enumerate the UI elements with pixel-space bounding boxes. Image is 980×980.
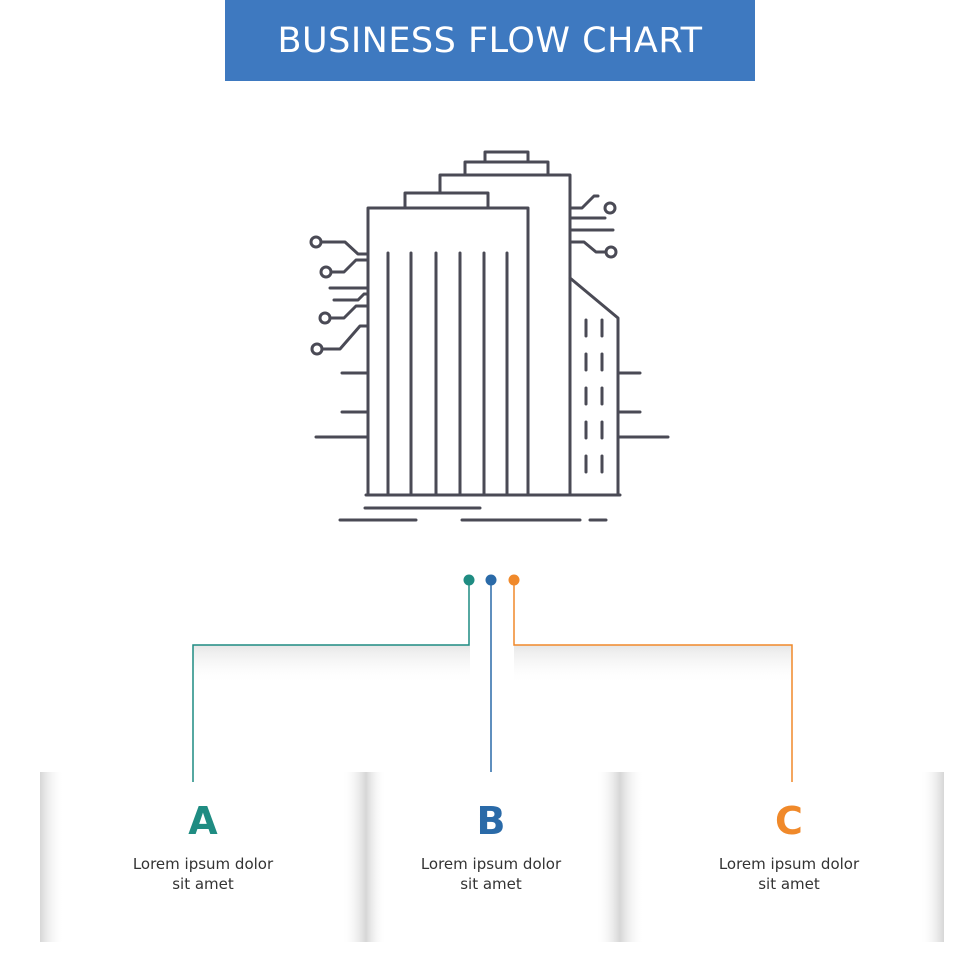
step-card-a: A Lorem ipsum dolor sit amet [40, 772, 366, 942]
card-shadow [40, 772, 64, 942]
connector-a [192, 574, 475, 782]
step-card-b: B Lorem ipsum dolor sit amet [338, 772, 644, 942]
card-shadow [920, 772, 944, 942]
step-description: Lorem ipsum dolor sit amet [420, 855, 562, 893]
card-shadow [620, 772, 644, 942]
card-shadow [342, 772, 366, 942]
connector-c [508, 574, 793, 782]
title-banner: BUSINESS FLOW CHART [225, 0, 755, 81]
connector-shadow-a [193, 645, 470, 685]
connector-shadow-c [514, 645, 792, 685]
smart-city-buildings-icon [309, 150, 670, 522]
step-letter: C [775, 799, 803, 843]
step-letter: B [476, 799, 506, 843]
step-card-c: C Lorem ipsum dolor sit amet [634, 772, 944, 942]
connector-b [485, 574, 497, 772]
step-letter: A [188, 799, 218, 843]
page-title: BUSINESS FLOW CHART [277, 20, 703, 61]
card-shadow [596, 772, 620, 942]
step-description: Lorem ipsum dolor sit amet [132, 855, 274, 893]
step-description: Lorem ipsum dolor sit amet [718, 855, 860, 893]
card-shadow [366, 772, 386, 942]
